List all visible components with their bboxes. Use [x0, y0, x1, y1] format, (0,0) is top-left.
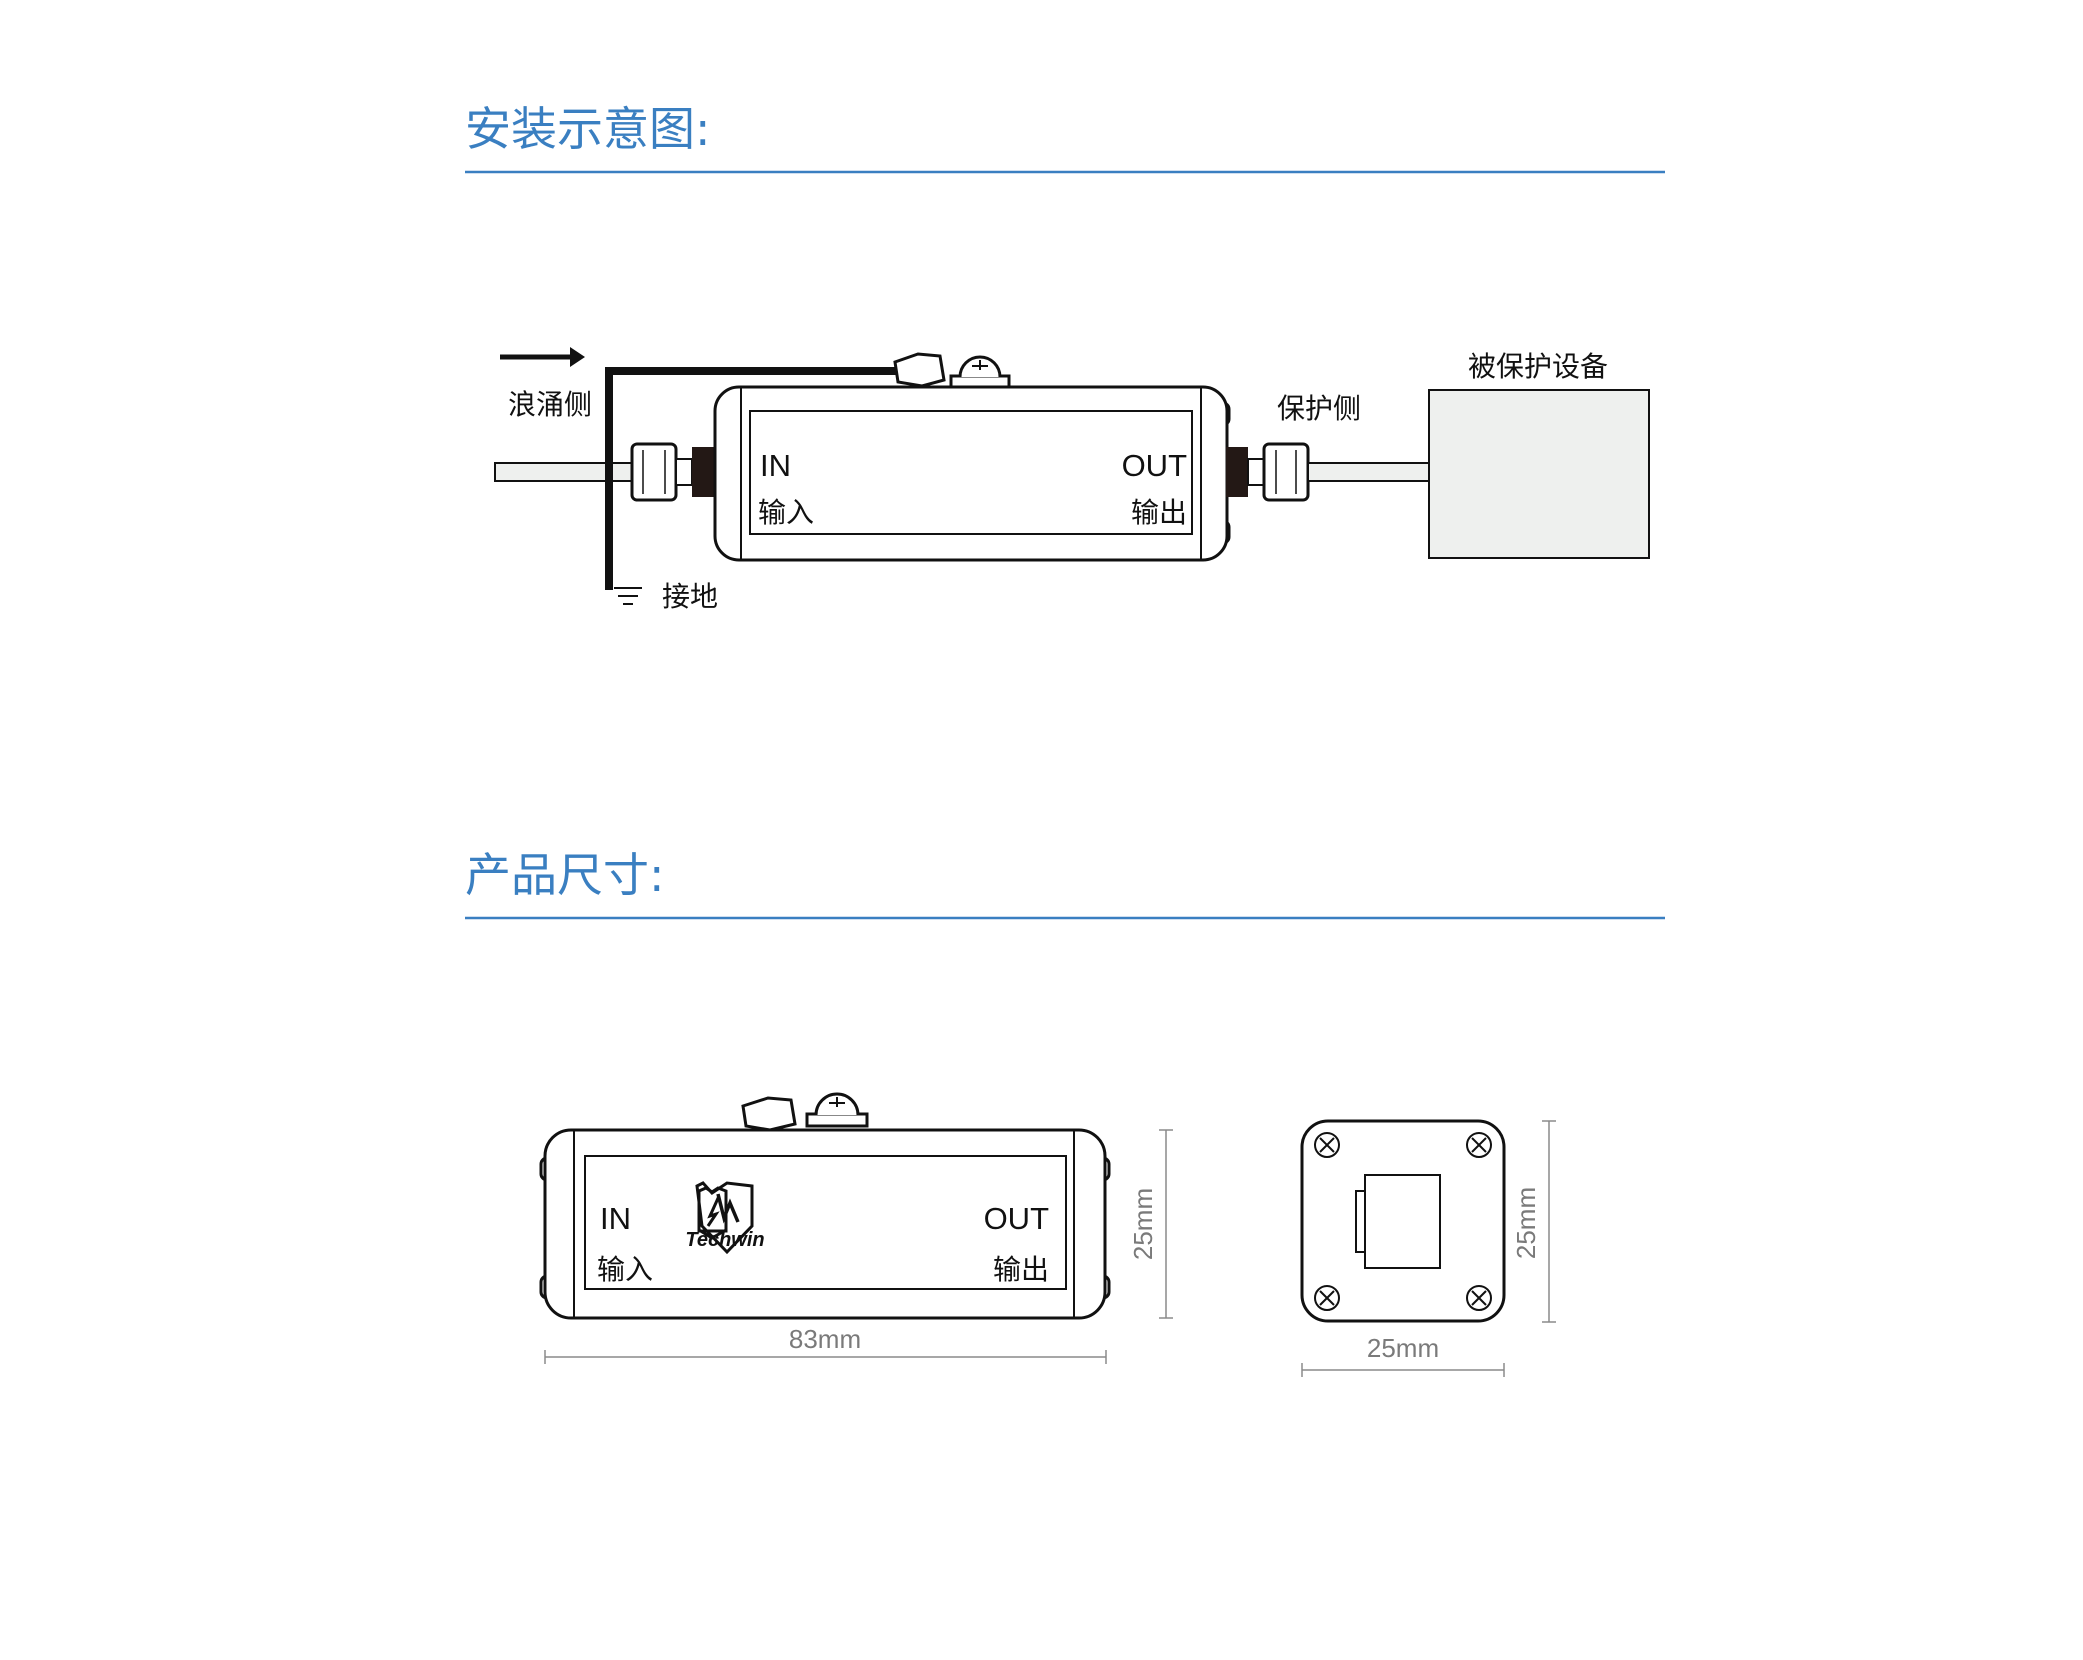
input-cable	[494, 462, 646, 482]
surge-arrow-icon	[500, 347, 585, 367]
end-height-dimension: 25mm	[1511, 1120, 1556, 1323]
input-connector	[630, 442, 718, 502]
end-width-dim-label: 25mm	[1367, 1333, 1439, 1363]
length-dimension: 83mm	[544, 1324, 1107, 1364]
side-view: IN 输入 OUT 输出 Techwin 25mm 83mm	[539, 1092, 1173, 1364]
surge-side-label: 浪涌侧	[508, 388, 592, 421]
ground-symbol-icon	[614, 587, 642, 605]
screw-icon	[1314, 1285, 1340, 1311]
dim-in-label: IN	[600, 1201, 631, 1236]
rj45-port	[1364, 1174, 1441, 1269]
shield-logo-icon	[695, 1181, 754, 1255]
end-height-dim-label: 25mm	[1511, 1187, 1541, 1259]
side-ground-screw-icon	[741, 1092, 869, 1132]
dim-in-cn-label: 输入	[597, 1253, 653, 1286]
protected-device-label: 被保护设备	[1468, 350, 1608, 383]
length-dim-label: 83mm	[789, 1324, 861, 1354]
screw-icon	[1314, 1132, 1340, 1158]
dimensions-section-title: 产品尺寸:	[465, 848, 665, 902]
output-connector	[1226, 442, 1310, 502]
protected-device-box	[1428, 389, 1650, 559]
install-out-cn-label: 输出	[1131, 496, 1187, 529]
screw-icon	[1466, 1132, 1492, 1158]
brand-name: Techwin	[685, 1229, 764, 1251]
end-view: 25mm 25mm	[1300, 1119, 1556, 1377]
side-view-label-panel	[584, 1155, 1067, 1290]
install-section-title: 安装示意图:	[465, 102, 711, 156]
side-view-body	[543, 1128, 1107, 1320]
ground-wire	[605, 367, 900, 590]
protect-side-label: 保护侧	[1277, 392, 1361, 425]
techwin-logo: Techwin	[685, 1181, 765, 1255]
install-out-label: OUT	[1122, 448, 1188, 483]
install-in-cn-label: 输入	[758, 496, 814, 529]
dim-out-label: OUT	[984, 1201, 1050, 1236]
ground-screw-icon	[893, 352, 1011, 390]
installation-diagram: 浪涌侧 接地	[494, 347, 1650, 613]
screw-icon	[1466, 1285, 1492, 1311]
height-dim-label: 25mm	[1128, 1188, 1158, 1260]
ground-label: 接地	[662, 580, 718, 613]
install-in-label: IN	[760, 448, 791, 483]
dim-out-cn-label: 输出	[993, 1253, 1049, 1286]
end-width-dimension: 25mm	[1301, 1333, 1505, 1377]
output-cable	[1307, 462, 1431, 482]
height-dimension: 25mm	[1128, 1129, 1173, 1319]
